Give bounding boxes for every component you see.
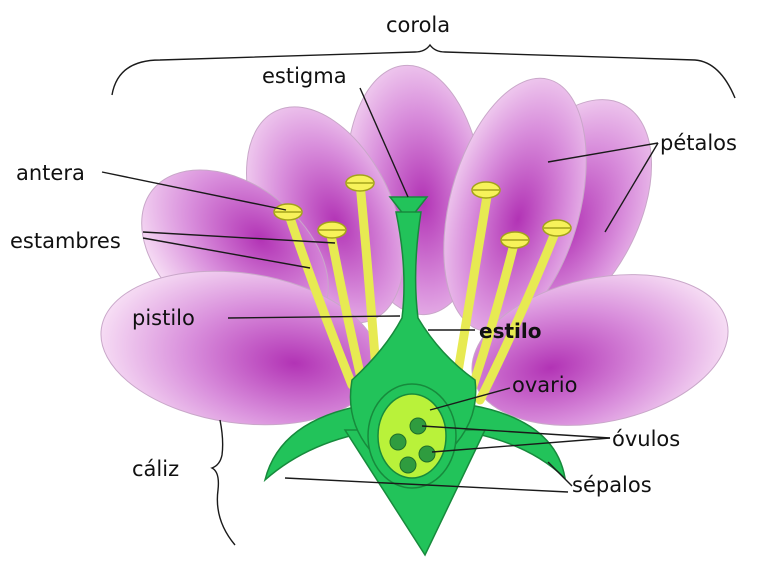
label-ovulos: óvulos (612, 427, 680, 451)
label-estambres: estambres (10, 229, 121, 253)
label-ovario: ovario (512, 373, 577, 397)
label-caliz: cáliz (132, 457, 179, 481)
ovule (419, 446, 435, 462)
anther (318, 222, 346, 238)
anther (543, 220, 571, 236)
label-estigma: estigma (262, 64, 347, 88)
label-antera: antera (16, 161, 85, 185)
anther (501, 232, 529, 248)
label-corola: corola (386, 13, 450, 37)
ovule (390, 434, 406, 450)
ovule (400, 457, 416, 473)
label-pistilo: pistilo (132, 306, 195, 330)
label-estilo: estilo (479, 319, 541, 343)
anther (346, 175, 374, 191)
anther (472, 182, 500, 198)
label-sepalos: sépalos (572, 473, 652, 497)
label-petalos: pétalos (660, 131, 737, 155)
caliz-bracket (212, 420, 235, 545)
anther (274, 204, 302, 220)
